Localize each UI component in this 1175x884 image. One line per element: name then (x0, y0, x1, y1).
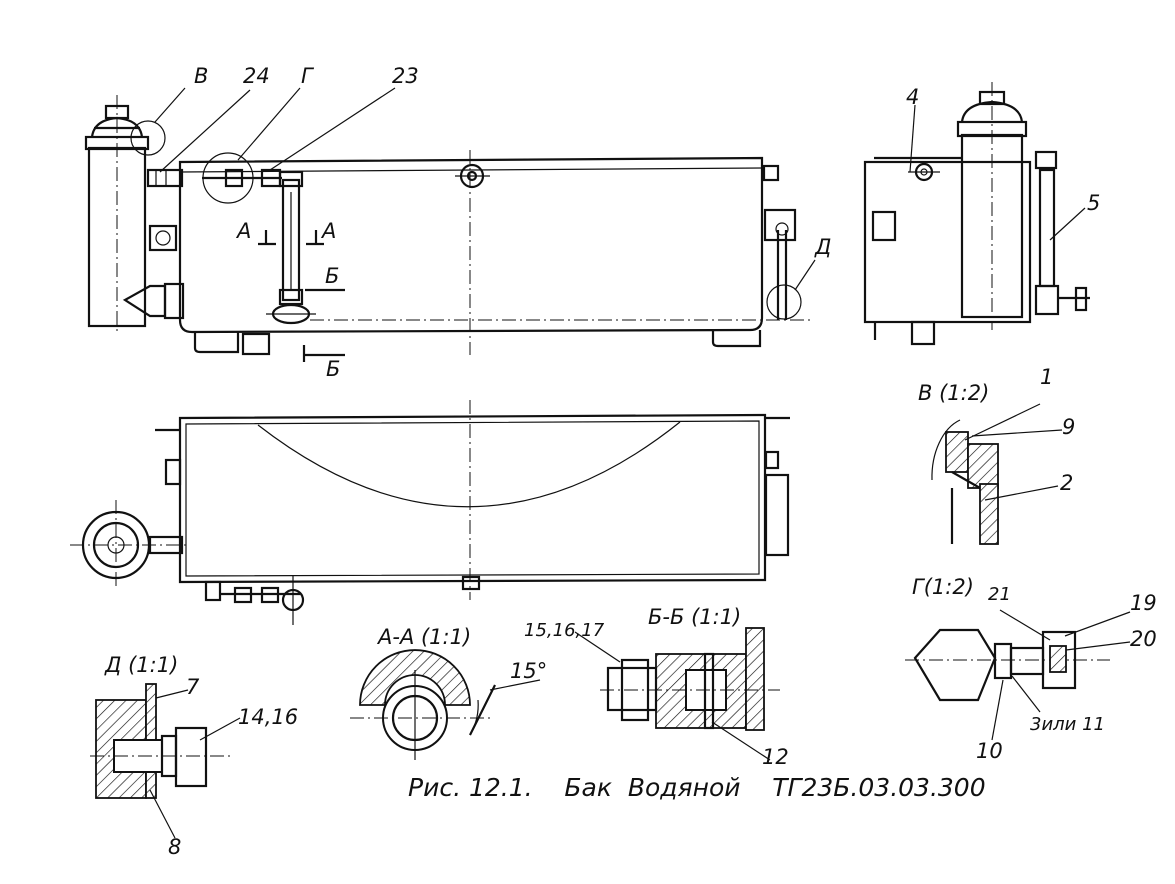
front-view (84, 87, 816, 362)
callout-21: 21 (988, 584, 1011, 605)
detail-g-title: Г(1:2) (912, 575, 974, 599)
detail-d (90, 683, 241, 839)
callout-15-16-17: 15,16,17 (524, 620, 605, 641)
callout-7: 7 (186, 675, 200, 699)
callout-g: Г (301, 64, 315, 88)
detail-g (905, 609, 1131, 741)
callout-3-or-11: 3или 11 (1030, 714, 1105, 735)
detail-d-marker (766, 284, 802, 320)
callout-d: Д (814, 235, 831, 259)
angle-label: 15° (510, 659, 547, 683)
side-view (863, 82, 1090, 346)
callout-2: 2 (1060, 471, 1073, 495)
callout-9: 9 (1062, 415, 1075, 439)
callout-10: 10 (976, 739, 1003, 763)
section-aa (350, 649, 541, 760)
detail-v-title: В (1:2) (918, 381, 989, 405)
level-gauge (202, 168, 316, 325)
section-aa-title: А-А (1:1) (376, 625, 471, 649)
callout-12: 12 (762, 745, 789, 769)
callout-8: 8 (168, 835, 181, 859)
callout-4: 4 (906, 85, 919, 109)
filter-column (84, 95, 185, 335)
section-bb (574, 627, 780, 761)
callout-20: 20 (1130, 627, 1157, 651)
plan-view (70, 400, 790, 625)
callout-a-right: А (320, 219, 336, 243)
callout-5: 5 (1087, 191, 1100, 215)
callout-24: 24 (243, 64, 270, 88)
section-bb-title: Б-Б (1:1) (648, 605, 741, 629)
detail-g-marker (202, 152, 254, 204)
callout-19: 19 (1130, 591, 1157, 615)
callout-14-16: 14,16 (238, 705, 298, 729)
callout-a-left: А (235, 219, 251, 243)
callout-b-upper: Б (325, 264, 339, 288)
detail-v (931, 403, 1063, 545)
detail-v-marker (130, 120, 166, 156)
figure-caption: Рис. 12.1. Бак Водяной ТГ23Б.03.03.300 (408, 773, 986, 802)
tank-body (146, 150, 810, 356)
callout-23: 23 (392, 64, 419, 88)
callout-v: В (194, 64, 208, 88)
detail-d-title: Д (1:1) (104, 653, 178, 677)
callout-1: 1 (1040, 365, 1053, 389)
callout-b-lower: Б (326, 357, 340, 381)
